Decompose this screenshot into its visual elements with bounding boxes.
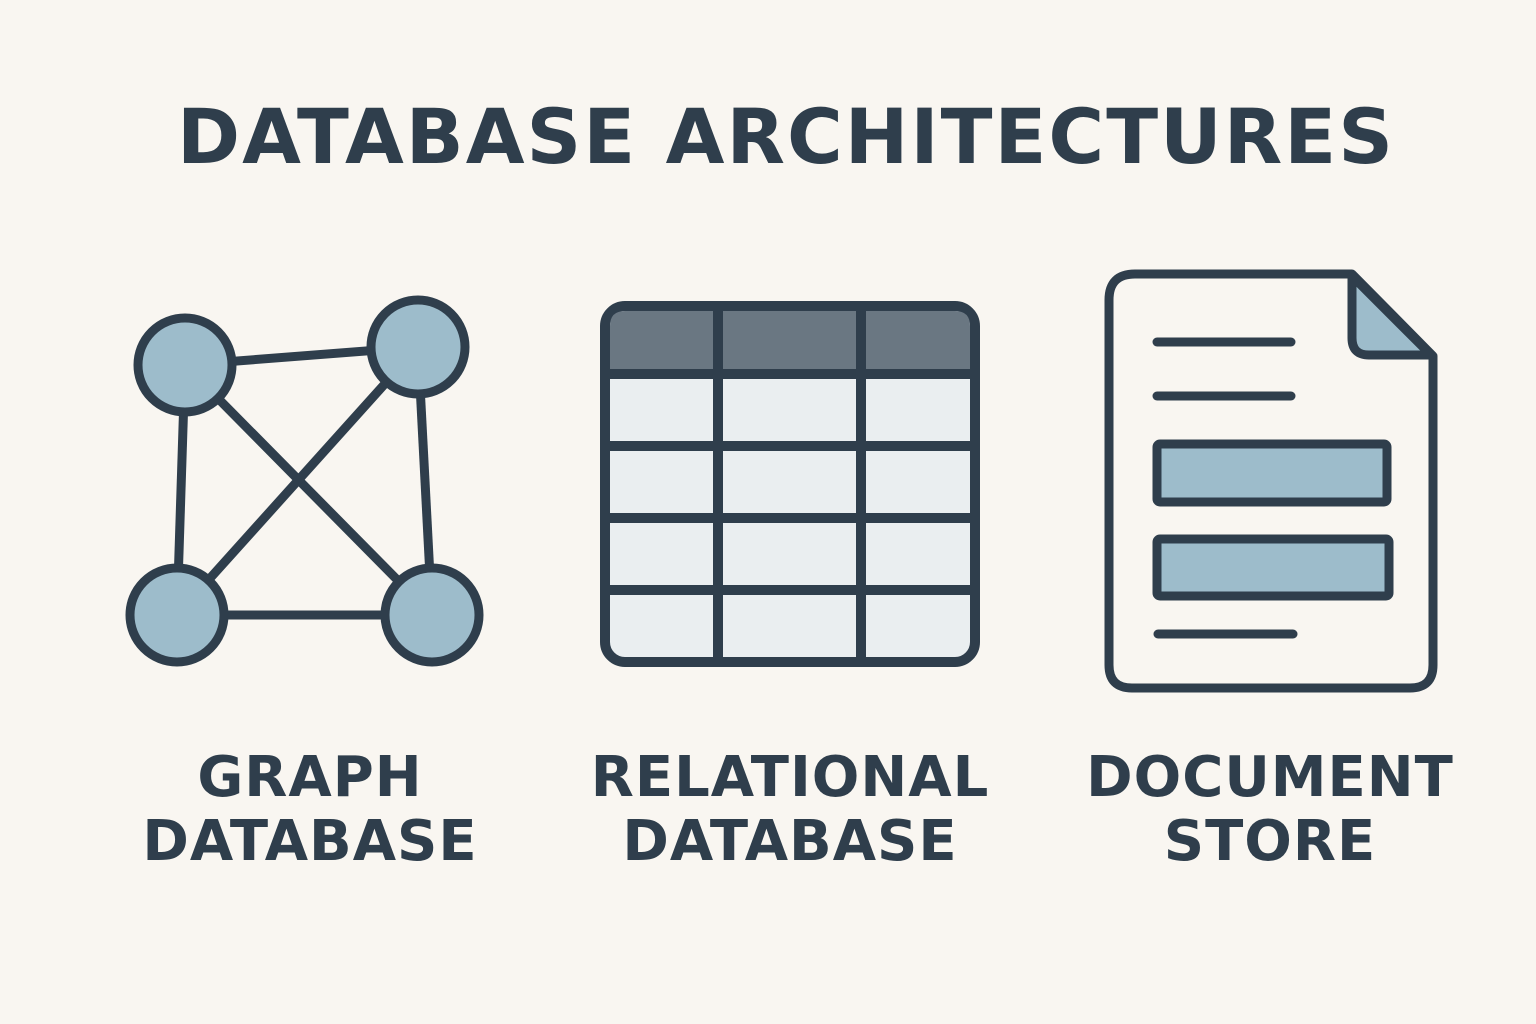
graph-label-line1: GRAPH: [197, 745, 423, 810]
document-store-label: DOCUMENT STORE: [1070, 746, 1470, 874]
page-title: DATABASE ARCHITECTURES: [177, 92, 1395, 181]
document-icon: [1104, 269, 1438, 693]
relational-database-label: RELATIONAL DATABASE: [580, 746, 1000, 874]
table-grid-icon: [600, 301, 980, 667]
relational-label-line2: DATABASE: [622, 809, 958, 874]
document-label-line1: DOCUMENT: [1086, 745, 1454, 810]
graph-database-label: GRAPH DATABASE: [110, 746, 510, 874]
graph-label-line2: DATABASE: [142, 809, 478, 874]
relational-label-line1: RELATIONAL: [590, 745, 990, 810]
graph-network-icon: [125, 295, 484, 667]
document-label-line2: STORE: [1163, 809, 1377, 874]
